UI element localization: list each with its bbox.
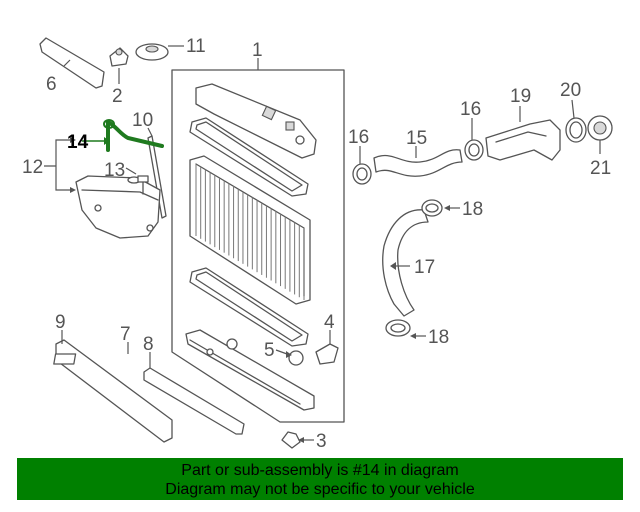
callout-bracket-12	[44, 139, 70, 191]
lower-gasket	[189, 267, 309, 347]
hose-clamp-part-18-lower	[385, 319, 426, 339]
callout-20: 20	[560, 80, 581, 101]
hose-clamp-part-16-left	[352, 146, 372, 185]
parts-diagram: 1 2 3 4 5 6 7 8 9 10 11 12 13 14 15 16 1…	[22, 36, 613, 452]
banner-line-2: Diagram may not be specific to your vehi…	[165, 481, 475, 498]
gasket-part-20	[565, 99, 587, 143]
callout-12: 12	[22, 157, 43, 178]
callout-19: 19	[510, 86, 531, 107]
callout-17: 17	[414, 257, 435, 278]
callout-11: 11	[186, 36, 206, 57]
callout-7: 7	[120, 324, 131, 345]
callout-9: 9	[55, 312, 66, 333]
callout-15: 15	[406, 128, 427, 149]
callout-1: 1	[252, 40, 263, 61]
callout-4: 4	[324, 312, 335, 333]
banner-line-1: Part or sub-assembly is #14 in diagram	[181, 462, 459, 479]
upper-tank	[195, 83, 317, 159]
thermostat-part-21	[587, 115, 613, 154]
radiator-core	[189, 155, 311, 305]
callout-2: 2	[112, 86, 123, 107]
callout-8: 8	[143, 334, 154, 355]
hose-clamp-part-16-right	[464, 118, 484, 161]
callout-10: 10	[132, 110, 153, 131]
callout-6: 6	[46, 74, 57, 95]
lower-hose-part-17	[382, 209, 429, 317]
upper-gasket	[189, 117, 309, 197]
callout-16-right: 16	[460, 99, 481, 120]
clip-part-2	[109, 47, 129, 84]
reservoir-tank	[75, 175, 161, 239]
callout-18-lower: 18	[428, 327, 449, 348]
drain-plug-part-5	[275, 349, 304, 366]
callout-13: 13	[104, 160, 125, 181]
drain-cock-part-4	[315, 330, 339, 365]
callout-3: 3	[316, 431, 327, 452]
lower-tank	[185, 329, 315, 411]
radiator-assembly-outline	[171, 69, 345, 423]
bolt-part-13	[125, 167, 149, 195]
hose-clamp-part-18-upper	[421, 199, 460, 217]
info-banner: Part or sub-assembly is #14 in diagram D…	[17, 458, 623, 500]
clip-part-7	[53, 342, 129, 365]
upper-hose-part-15	[373, 146, 463, 177]
callout-16-left: 16	[348, 127, 369, 148]
callout-5: 5	[264, 340, 275, 361]
water-outlet-part-19	[485, 106, 561, 161]
callout-21: 21	[590, 158, 611, 179]
radiator-cap-part-11	[135, 43, 184, 61]
callout-14: 14	[67, 132, 89, 153]
callout-18-upper: 18	[462, 199, 483, 220]
bracket-part-6	[39, 37, 105, 89]
overflow-hose-part-14	[82, 119, 164, 152]
clip-part-3	[281, 431, 314, 449]
